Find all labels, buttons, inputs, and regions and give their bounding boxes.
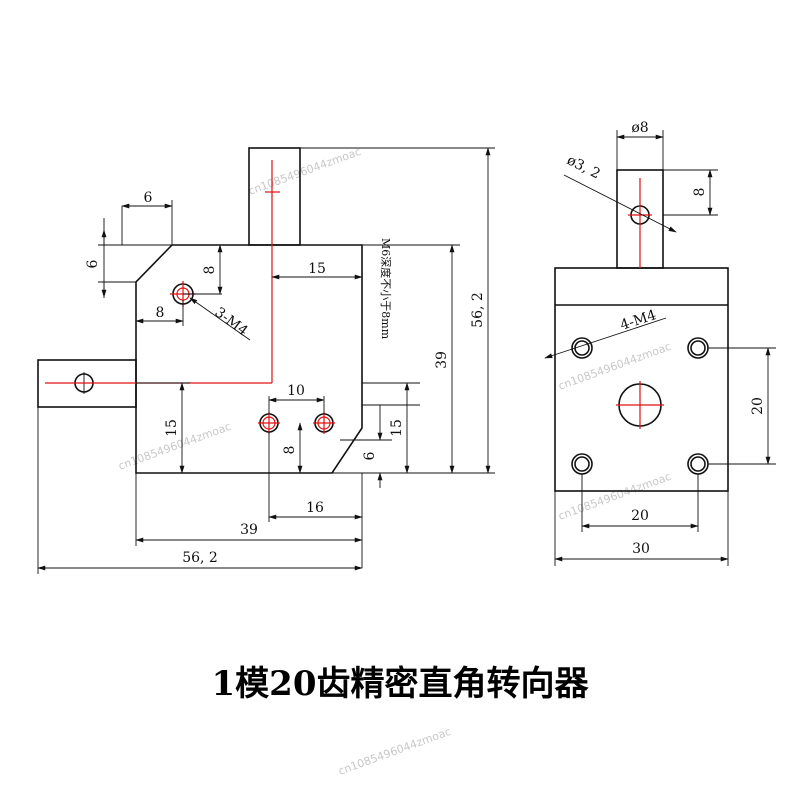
dim-chamfer-6-low: 6	[362, 451, 378, 460]
dim-spacing-10: 10	[287, 383, 305, 399]
dim-hole-offset-h: 8	[156, 305, 165, 321]
watermark-text: cn1085496044zmoac	[557, 340, 673, 393]
top-shaft	[248, 147, 301, 246]
left-body-outline	[135, 244, 363, 474]
dim-width-562: 56, 2	[182, 550, 218, 566]
dim-width-30: 30	[632, 541, 650, 557]
watermark-text: cn1085496044zmoac	[557, 470, 673, 523]
dim-height-15-right: 15	[389, 419, 405, 437]
dim-width-39: 39	[240, 522, 258, 538]
dim-hole-offset-v: 8	[202, 266, 218, 275]
dim-height-39: 39	[434, 351, 450, 369]
page-title: 1模20齿精密直角转向器	[212, 664, 590, 704]
dim-shaft-8: 8	[692, 188, 708, 197]
dim-spacing-v20: 20	[750, 397, 766, 415]
thread-3-m4: 3-M4	[212, 304, 251, 339]
dim-height-15-left: 15	[164, 419, 180, 437]
dim-spacing-h20: 20	[631, 508, 649, 524]
dim-height-562: 56, 2	[470, 292, 486, 328]
thread-4-m4: 4-M4	[618, 307, 658, 334]
watermark-text: cn1085496044zmoac	[337, 725, 453, 778]
dim-offset-15-top: 15	[308, 261, 326, 277]
left-view: 6 6 8 8 3-M4 15 M6深度不小于8mm 39	[37, 147, 495, 574]
thread-note-m6: M6深度不小于8mm	[379, 238, 393, 340]
dim-spacing-16: 16	[306, 500, 324, 516]
dim-chamfer-width: 6	[144, 190, 153, 206]
dim-shaft-dia: ø8	[631, 120, 648, 136]
dim-chamfer-height: 6	[85, 259, 101, 268]
dim-hole-8: 8	[282, 446, 298, 455]
watermark-text: cn1085496044zmoac	[247, 145, 363, 198]
